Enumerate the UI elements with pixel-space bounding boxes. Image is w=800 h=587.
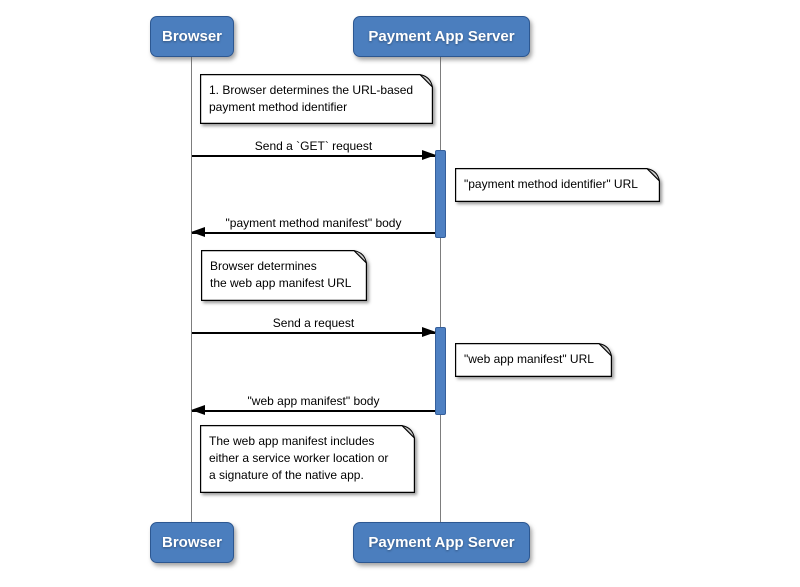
actor-box-payment-app-server-bottom: Payment App Server: [353, 522, 530, 563]
note-web-app-manifest-url-determination: Browser determines the web app manifest …: [201, 250, 367, 301]
message-label: Send a `GET` request: [254, 139, 373, 153]
arrowhead-right-icon: [422, 150, 436, 160]
note-web-app-manifest-url: "web app manifest" URL: [455, 343, 612, 377]
message-line: [192, 155, 435, 157]
message-label: Send a request: [272, 316, 355, 330]
activation-bar-server-1: [435, 150, 446, 238]
message-label: "web app manifest" body: [247, 394, 380, 408]
note-shape: [200, 74, 433, 124]
message-line: [192, 410, 435, 412]
activation-bar-server-2: [435, 327, 446, 415]
actor-label-payment-app-server: Payment App Server: [368, 534, 515, 551]
lifeline-browser: [191, 57, 192, 523]
note-payment-method-identifier-url: "payment method identifier" URL: [455, 168, 660, 202]
note-text: "payment method identifier" URL: [464, 177, 638, 191]
message-label: "payment method manifest" body: [225, 216, 402, 230]
actor-box-payment-app-server-top: Payment App Server: [353, 16, 530, 57]
lifeline-payment-app-server: [440, 57, 441, 523]
note-web-app-manifest-contents: The web app manifest includes either a s…: [200, 425, 415, 493]
actor-label-browser: Browser: [161, 534, 223, 551]
arrowhead-left-icon: [191, 405, 205, 415]
note-shape: [200, 425, 415, 493]
message-line: [192, 332, 435, 334]
actor-label-browser: Browser: [161, 28, 223, 45]
note-text: "web app manifest" URL: [464, 352, 594, 366]
note-shape: [455, 343, 612, 377]
note-text: Browser determines the web app manifest …: [210, 259, 352, 290]
note-text: The web app manifest includes either a s…: [209, 434, 389, 482]
actor-label-payment-app-server: Payment App Server: [368, 28, 515, 45]
note-shape: [455, 168, 660, 202]
actor-box-browser-top: Browser: [150, 16, 234, 57]
arrowhead-right-icon: [422, 327, 436, 337]
message-line: [192, 232, 435, 234]
note-shape: [201, 250, 367, 301]
note-text: 1. Browser determines the URL-based paym…: [209, 83, 414, 114]
arrowhead-left-icon: [191, 227, 205, 237]
note-payment-method-identifier-determination: 1. Browser determines the URL-based paym…: [200, 74, 433, 124]
actor-box-browser-bottom: Browser: [150, 522, 234, 563]
